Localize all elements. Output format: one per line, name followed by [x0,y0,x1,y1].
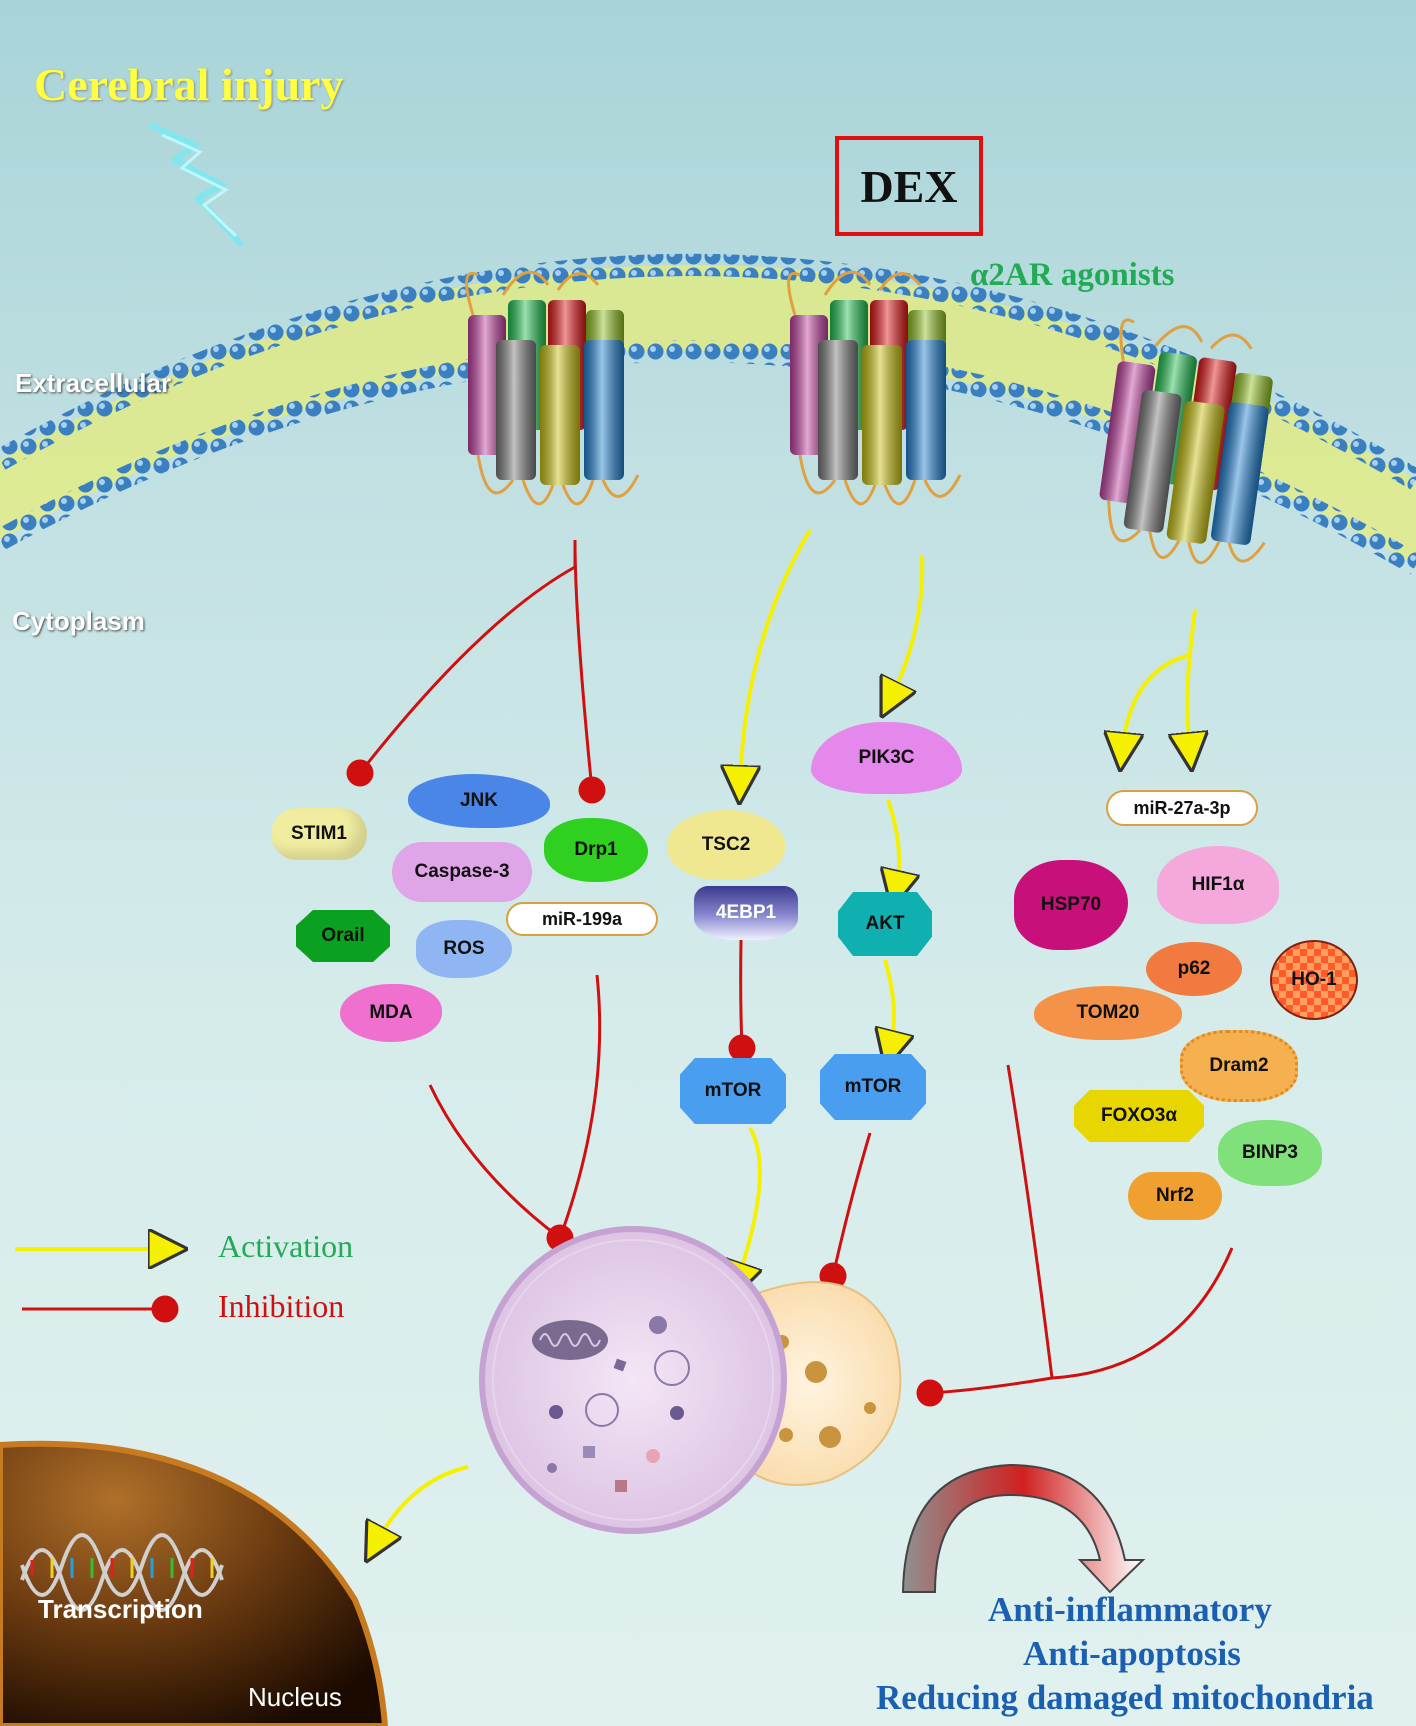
ho1-node: HO-1 [1270,940,1358,1020]
mtor-node-2: mTOR [820,1054,926,1120]
activation-arrow [737,1126,760,1282]
drug-box: DEX [835,136,983,236]
cytoplasm-label: Cytoplasm [12,606,145,636]
inhibition-arrow [819,1132,872,1290]
activation-arrow [375,1465,469,1545]
orail-node: Orail [296,910,390,962]
tom20-node: TOM20 [1034,986,1182,1040]
page-title: Cerebral injury [34,59,344,110]
activation-arrow [885,959,894,1050]
inhibition-arrow [728,939,756,1062]
ros-node: ROS [416,920,512,978]
nrf2-node: Nrf2 [1128,1172,1222,1220]
extracellular-label: Extracellular [15,368,172,398]
mir27a3p-node: miR-27a-3p [1106,790,1258,826]
inhibition-arrow [346,565,576,787]
drug-class-label: α2AR agonists [970,257,1175,293]
dram2-node: Dram2 [1180,1030,1298,1102]
inhibition-arrow [428,1084,561,1240]
drp1-node: Drp1 [544,818,648,882]
akt-node: AKT [838,892,932,956]
binp3-node: BINP3 [1218,1120,1322,1186]
outcome-3: Reducing damaged mitochondria [876,1678,1374,1717]
pik3c-node: PIK3C [811,722,962,794]
transcription-label: Transcription [38,1594,203,1624]
activation-arrow [1188,654,1191,752]
activation-arrow [888,799,899,890]
activation-arrow [1122,609,1197,752]
outcome-2: Anti-apoptosis [1023,1634,1241,1673]
outcome-1: Anti-inflammatory [988,1590,1272,1629]
activation-arrow [890,554,925,700]
activation-arrow [740,528,812,785]
inhibition-arrow [573,539,606,804]
inhibition-arrow [916,1247,1234,1407]
hif1a-node: HIF1α [1157,846,1279,924]
jnk-node: JNK [408,774,550,828]
dna-icon [20,1533,224,1612]
inhibition-arrow [1006,1064,1054,1379]
legend-activation-label: Activation [218,1228,354,1264]
hsp70-node: HSP70 [1014,860,1128,950]
autolysosome [479,1226,902,1534]
mtor-node-1: mTOR [680,1058,786,1124]
mda-node: MDA [340,984,442,1042]
stim1-node: STIM1 [271,808,367,860]
inhibition-arrow [546,974,602,1252]
legend-inhibition-label: Inhibition [218,1288,345,1324]
mir199a-node: miR-199a [506,902,658,936]
foxo3a-node: FOXO3α [1074,1090,1204,1142]
4ebp1-node: 4EBP1 [694,886,798,940]
tsc2-node: TSC2 [667,810,785,880]
lightning-icon [148,122,245,248]
caspase3-node: Caspase-3 [392,842,532,902]
nucleus-label: Nucleus [248,1682,342,1712]
outcome-curved-arrow [901,1463,1146,1594]
p62-node: p62 [1146,942,1242,996]
